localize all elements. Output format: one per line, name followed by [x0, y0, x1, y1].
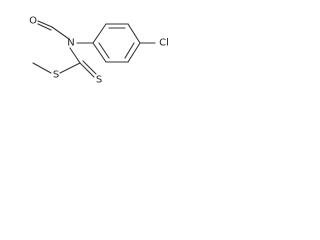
ring-bond-4: [127, 42, 141, 63]
bond-n-formyl-c: [51, 26, 70, 40]
ring-bond-3: [127, 23, 141, 44]
atom-chlorine-label: Cl: [159, 38, 169, 49]
atom-oxygen-label: O: [29, 16, 37, 27]
formyl-group: [37, 20, 70, 40]
bond-c-s-double-2: [82, 60, 97, 75]
atom-sulfur-thione-label: S: [96, 75, 102, 86]
chlorophenyl-ring: [92, 23, 141, 63]
bond-formyl-c-o-2: [37, 23, 52, 31]
bond-s-methyl: [32, 62, 52, 74]
dithiocarbamate-group: [32, 47, 97, 78]
bond-formyl-c-o-1: [37, 20, 53, 28]
chemical-structure: O N Cl S S: [29, 16, 169, 86]
atom-sulfur-thioether-label: S: [53, 70, 59, 81]
atom-nitrogen-label: N: [67, 38, 74, 49]
ring-double-bond-b: [124, 42, 135, 59]
bond-c-s-single: [59, 62, 81, 74]
bond-n-thiocarbonyl-c: [69, 47, 81, 64]
ring-bond-1: [92, 23, 107, 44]
bond-c-s-double-1: [79, 62, 95, 78]
ring-bond-6: [92, 42, 107, 63]
ring-double-bond-c: [98, 42, 110, 59]
